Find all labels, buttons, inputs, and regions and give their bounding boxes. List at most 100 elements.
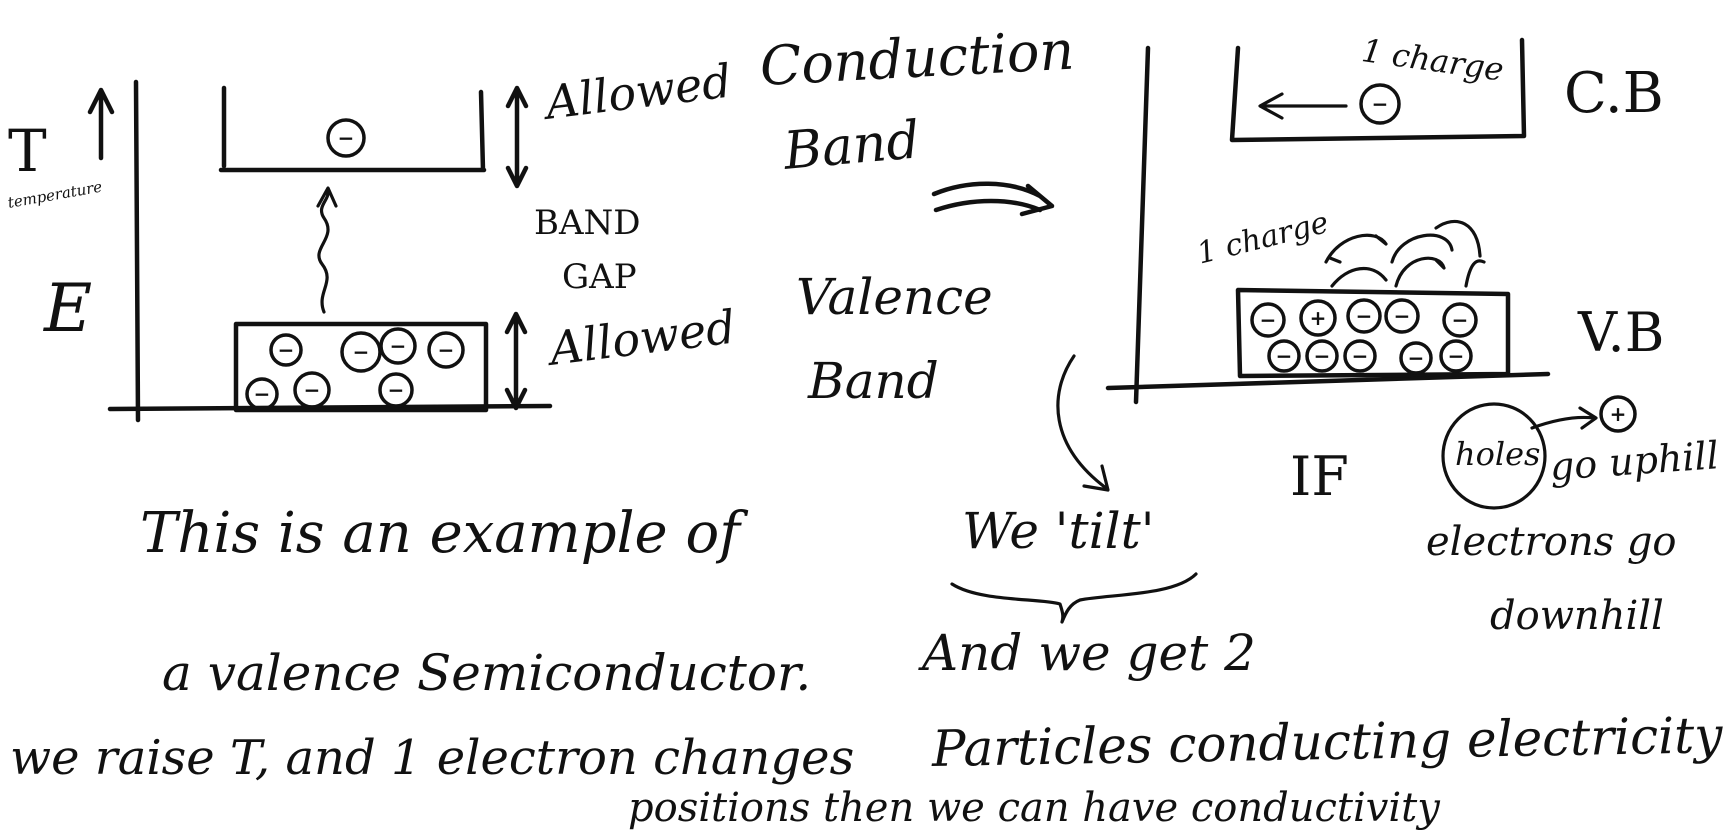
cb-label: C.B (1564, 61, 1664, 126)
conduction-label-line1: Conduction (758, 18, 1076, 98)
charge-ring (1439, 339, 1473, 373)
charge-ring (1359, 83, 1401, 125)
vb-box (1235, 287, 1511, 379)
electron-vb-right-1: − (1250, 302, 1286, 338)
charge-ring (1343, 339, 1377, 373)
charge-ring (1442, 302, 1478, 338)
holes-circle (1441, 402, 1547, 510)
valence-label-line1: Valence (796, 268, 993, 326)
valence-label-line2: Band (808, 352, 939, 410)
charge-ring (378, 372, 414, 408)
electron-vb-left-7: − (378, 372, 414, 408)
vb-label: V.B (1578, 301, 1665, 364)
minus-sign: − (1276, 344, 1293, 368)
minus-sign: − (1352, 344, 1369, 368)
electron-vb-right-6: − (1305, 339, 1339, 373)
minus-sign: − (278, 338, 295, 362)
example-line1: This is an example of (140, 501, 740, 566)
right-energy-axis (1133, 45, 1151, 405)
electron-vb-left-4: − (340, 331, 382, 373)
electron-vb-right-7: − (1343, 339, 1377, 373)
result-line2: Particles conducting electricity (931, 706, 1723, 778)
result-line1: And we get 2 (922, 624, 1256, 682)
tilt-brace (950, 572, 1198, 624)
holes-label: holes (1455, 435, 1541, 473)
positions-line: positions then we can have conductivity (628, 785, 1440, 831)
transform-arrow (931, 181, 1055, 217)
charge-ring (1399, 341, 1433, 375)
left-energy-axis (133, 79, 141, 423)
electron-vb-right-8: − (1399, 341, 1433, 375)
minus-sign: − (438, 338, 455, 362)
upper-allowed-arrow (505, 85, 529, 189)
example-line2: a valence Semiconductor. (162, 644, 812, 702)
charge-ring (269, 333, 303, 367)
electron-vb-left-2: − (245, 377, 279, 411)
minus-sign: − (338, 126, 355, 150)
minus-sign: − (388, 378, 405, 402)
charge-ring (1346, 298, 1382, 334)
minus-sign: − (304, 378, 321, 402)
band-gap-label-line2: GAP (562, 257, 637, 297)
electron-cb-right: − (1359, 83, 1401, 125)
charge-ring (340, 331, 382, 373)
plus-sign: + (1310, 306, 1327, 330)
temperature-label: T (8, 117, 47, 185)
charge-ring (427, 331, 465, 369)
cb-bucket (1229, 37, 1527, 143)
plus-sign: + (1610, 402, 1627, 426)
minus-sign: − (1260, 308, 1277, 332)
minus-sign: − (1394, 304, 1411, 328)
electron-vb-right-2: − (1346, 298, 1382, 334)
valence-band-box (233, 321, 489, 413)
charge-ring (1305, 339, 1339, 373)
electron-vb-left-3: − (293, 371, 331, 409)
tilt-curved-arrow (1056, 354, 1110, 492)
electron-vb-left-5: − (379, 327, 417, 365)
minus-sign: − (1408, 346, 1425, 370)
minus-sign: − (254, 382, 271, 406)
minus-sign: − (1448, 344, 1465, 368)
charge-ring (379, 327, 417, 365)
minus-sign: − (353, 340, 370, 364)
electron-vb-left-6: − (427, 331, 465, 369)
hopping-arrows (1324, 219, 1486, 288)
cb-left-arrow (1258, 92, 1348, 120)
charge-ring (1299, 299, 1337, 337)
holes-rest-label: go uphill (1548, 433, 1721, 489)
charge-ring (1384, 298, 1420, 334)
electron-vb-right-5: − (1267, 339, 1301, 373)
minus-sign: − (1356, 304, 1373, 328)
electron-vb-right-9: − (1439, 339, 1473, 373)
tilt-label: We 'tilt' (962, 502, 1155, 560)
holes-to-plus-arrow (1530, 406, 1598, 430)
energy-label: E (44, 270, 93, 347)
charge-ring (245, 377, 279, 411)
minus-sign: − (1372, 92, 1389, 116)
conduction-label-line2: Band (781, 110, 923, 182)
minus-sign: − (1314, 344, 1331, 368)
excitation-wavy-arrow (316, 186, 338, 314)
electron-vb-right-4: − (1442, 302, 1478, 338)
band-gap-label-line1: BAND (534, 203, 641, 243)
electron-vb-left-1: − (269, 333, 303, 367)
raise-line: we raise T, and 1 electron changes (10, 730, 855, 786)
charge-ring (326, 118, 366, 158)
electron-vb-right-3: − (1384, 298, 1420, 334)
lower-allowed-arrow (504, 311, 528, 411)
electron-cb-left: − (326, 118, 366, 158)
if-label: IF (1290, 445, 1349, 508)
charge-ring (293, 371, 331, 409)
minus-sign: − (390, 334, 407, 358)
minus-sign: − (1452, 308, 1469, 332)
temperature-arrow (87, 87, 115, 161)
charge-ring (1250, 302, 1286, 338)
charge-ring (1267, 339, 1301, 373)
electrons-line2: downhill (1490, 593, 1664, 639)
conduction-band-bucket (218, 85, 487, 173)
charge-ring (1599, 395, 1637, 433)
hole-vb-right: + (1299, 299, 1337, 337)
electrons-line1: electrons go (1426, 519, 1677, 565)
